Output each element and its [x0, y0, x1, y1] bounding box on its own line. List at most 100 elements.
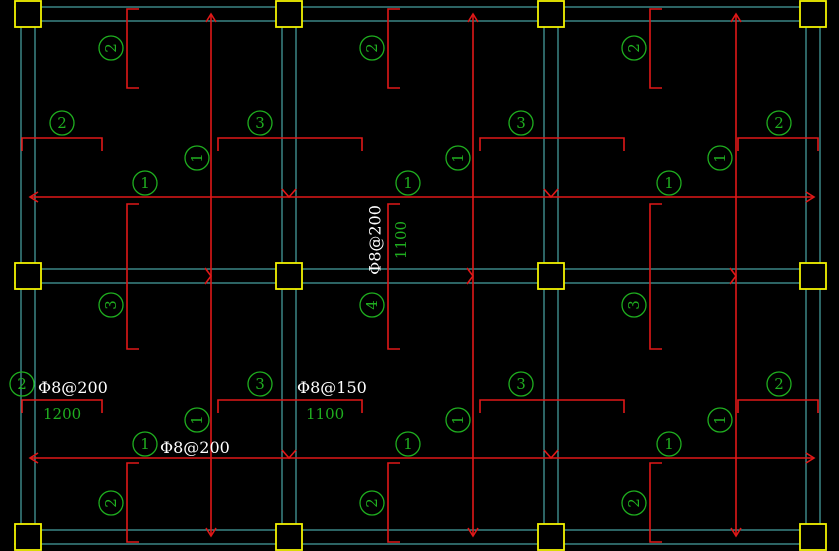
rebar-end	[28, 452, 39, 464]
bar-tag: 1	[184, 145, 210, 171]
bar-tag: 1	[656, 170, 682, 196]
svg-text:1: 1	[140, 435, 150, 453]
bar-tag: 1	[656, 431, 682, 457]
bar-tag: 3	[621, 292, 647, 318]
rebar-bracket	[649, 462, 662, 543]
svg-text:2: 2	[57, 114, 67, 132]
svg-text:1: 1	[449, 153, 467, 163]
bar-tag: 1	[445, 145, 471, 171]
rebar-bracket	[737, 137, 819, 151]
bar-tag: 1	[184, 407, 210, 433]
bar-tag: 1	[132, 170, 158, 196]
column	[799, 523, 827, 551]
bar-tag: 2	[98, 490, 124, 516]
bar-tag: 2	[621, 35, 647, 61]
svg-text:2: 2	[363, 498, 381, 508]
rebar-end	[543, 449, 559, 460]
rebar-bracket	[217, 399, 363, 413]
rebar-bracket	[387, 203, 400, 350]
rebar-bracket	[21, 399, 103, 413]
rebar-end	[805, 191, 816, 203]
svg-text:2: 2	[625, 43, 643, 53]
bar-tag: 1	[707, 407, 733, 433]
rebar-end	[281, 188, 297, 199]
svg-text:3: 3	[255, 375, 265, 393]
bar-tag: 1	[132, 431, 158, 457]
svg-text:1: 1	[140, 174, 150, 192]
svg-text:3: 3	[516, 114, 526, 132]
rebar-end	[729, 267, 737, 285]
rebar-layer	[21, 8, 819, 543]
rebar-spec-label: Φ8@150	[297, 378, 367, 397]
rebar-bracket	[21, 137, 103, 151]
rebar-end	[281, 449, 297, 460]
rebar-bracket	[649, 8, 662, 89]
svg-text:3: 3	[625, 300, 643, 310]
rebar-end	[543, 188, 559, 199]
svg-text:2: 2	[774, 114, 784, 132]
column	[275, 523, 303, 551]
bar-tag: 3	[247, 371, 273, 397]
rebar-end	[467, 527, 479, 538]
bar-tag: 2	[359, 35, 385, 61]
svg-text:3: 3	[516, 375, 526, 393]
bar-tag: 3	[247, 110, 273, 136]
svg-text:4: 4	[363, 300, 381, 310]
bar-tag: 2	[766, 110, 792, 136]
svg-text:2: 2	[102, 498, 120, 508]
column	[799, 0, 827, 28]
svg-text:2: 2	[625, 498, 643, 508]
svg-text:2: 2	[102, 43, 120, 53]
bar-tag: 3	[508, 371, 534, 397]
svg-text:1: 1	[664, 174, 674, 192]
bar-tag: 2	[359, 490, 385, 516]
dimension-label: 1100	[392, 221, 410, 259]
dimension-label: 1200	[43, 405, 81, 423]
rebar-bracket	[126, 8, 139, 89]
rebar-bracket	[387, 462, 400, 543]
bar-tag: 2	[49, 110, 75, 136]
rebar-bracket	[126, 203, 139, 350]
svg-text:1: 1	[188, 153, 206, 163]
svg-text:1: 1	[403, 174, 413, 192]
bar-tag: 3	[508, 110, 534, 136]
rebar-spec-label: Φ8@200	[160, 438, 230, 457]
rebar-end	[466, 267, 474, 285]
column	[537, 262, 565, 290]
rebar-end	[205, 12, 217, 23]
bar-tag: 2	[98, 35, 124, 61]
bar-tag: 2	[9, 371, 35, 397]
svg-text:2: 2	[774, 375, 784, 393]
rebar-spec-label: Φ8@200	[38, 378, 108, 397]
svg-text:2: 2	[363, 43, 381, 53]
bar-tag: 3	[98, 292, 124, 318]
column	[275, 262, 303, 290]
bar-tag: 1	[445, 407, 471, 433]
column-layer	[14, 0, 827, 551]
rebar-end	[205, 527, 217, 538]
svg-text:2: 2	[17, 375, 27, 393]
dimension-label: 1100	[306, 405, 344, 423]
rebar-bracket	[737, 399, 819, 413]
rebar-bracket	[217, 137, 363, 151]
rebar-bracket	[126, 462, 139, 543]
svg-text:1: 1	[188, 415, 206, 425]
column	[537, 523, 565, 551]
rebar-end	[805, 452, 816, 464]
axis-grid	[14, 2, 826, 549]
column	[14, 523, 42, 551]
column	[14, 262, 42, 290]
rebar-end	[730, 527, 742, 538]
svg-text:3: 3	[255, 114, 265, 132]
bar-tag: 2	[766, 371, 792, 397]
svg-text:1: 1	[711, 153, 729, 163]
svg-text:3: 3	[102, 300, 120, 310]
rebar-bracket	[479, 399, 625, 413]
rebar-bracket	[479, 137, 625, 151]
rebar-end	[28, 191, 39, 203]
column	[799, 262, 827, 290]
rebar-end	[467, 12, 479, 23]
rebar-bracket	[649, 203, 662, 350]
bar-tag: 2	[621, 490, 647, 516]
